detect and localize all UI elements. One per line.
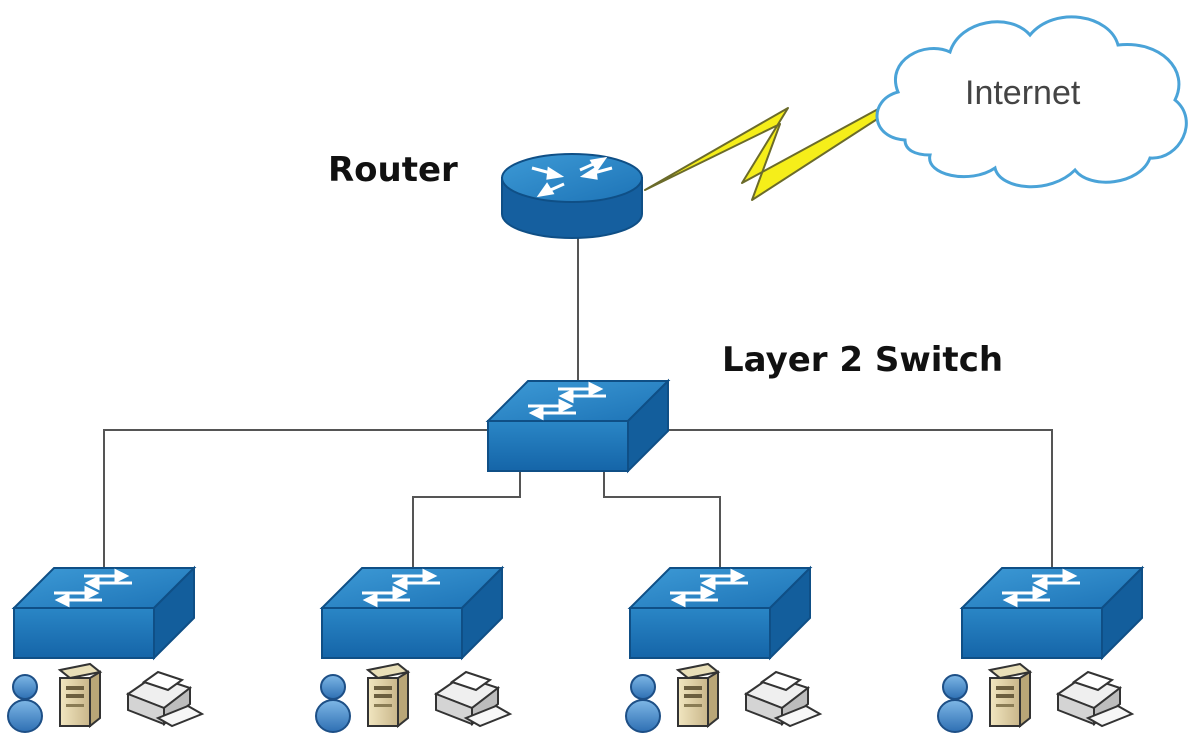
switch-icon — [960, 566, 1144, 660]
router-label: Router — [328, 150, 458, 190]
end-devices-group — [316, 664, 510, 732]
layer2-switch-label: Layer 2 Switch — [722, 340, 1004, 380]
end-devices-group — [626, 664, 820, 732]
end-devices-group — [8, 664, 202, 732]
lightning-icon — [644, 107, 886, 201]
switch-icon — [486, 379, 670, 473]
connection-lines — [103, 236, 1053, 578]
router-icon — [501, 153, 643, 239]
switch-icon — [628, 566, 812, 660]
cloud-icon — [875, 15, 1188, 189]
end-devices-group — [938, 664, 1132, 732]
internet-label: Internet — [965, 74, 1081, 112]
switch-icon — [12, 566, 196, 660]
switch-icon — [320, 566, 504, 660]
